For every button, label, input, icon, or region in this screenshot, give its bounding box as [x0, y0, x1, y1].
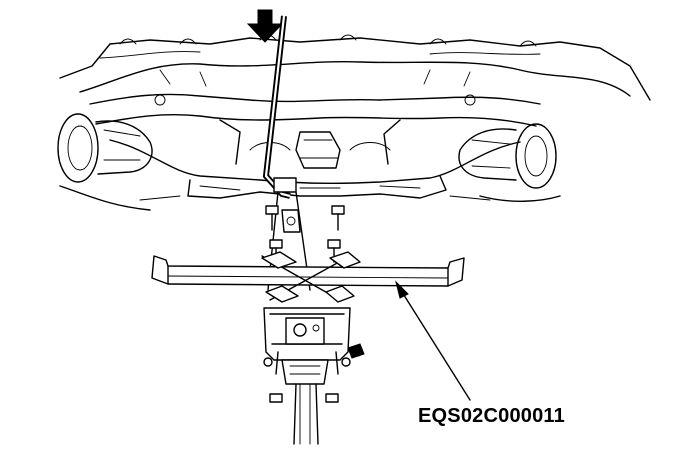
part-code-leader [395, 280, 471, 401]
mounting-bolt-upper-left [265, 205, 279, 231]
support-crossbar [151, 251, 465, 303]
vehicle-underbody [57, 34, 651, 211]
leader-arrow-icon [395, 280, 409, 299]
part-code-label: EQS02C000011 [418, 405, 565, 427]
mounting-bolt-upper-right [331, 205, 345, 231]
jack-assembly [263, 307, 365, 445]
arrow-down-icon [246, 9, 284, 43]
